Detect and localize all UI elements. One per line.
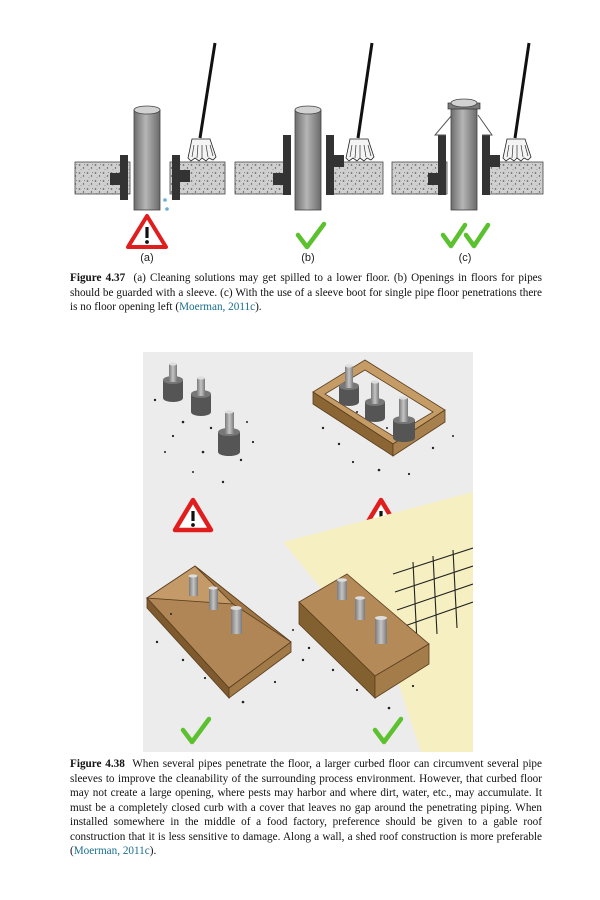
wall-bracket-right [172,155,190,200]
panel-a: (a) [74,42,226,264]
panel-c: (c) [391,42,544,264]
caption-label: Figure 4.38 [70,758,125,770]
floor-slab-right [327,161,384,195]
panel-label-b: (b) [301,252,314,264]
sleeve-pipe [365,380,385,422]
sleeve-pipe [218,410,240,456]
floor-slab-right [482,161,544,195]
warning-icon [172,497,214,533]
sleeve-right [482,135,500,195]
caption-tail: ). [149,845,157,857]
figure-4-38-svg [145,359,473,752]
sleeve-right [326,135,344,195]
figure-4-38-caption: Figure 4.38 When several pipes penetrate… [70,757,542,859]
pest-marks [153,398,255,484]
check-icon [463,222,491,249]
check-icon [295,221,327,250]
panel-shed-roof-curb [283,492,473,752]
mop-handle [198,42,217,139]
caption-label: Figure 4.37 [70,272,126,284]
check-icon [372,716,404,745]
spill-drop [163,198,167,202]
pipe [209,588,218,610]
wall-bracket-left [110,155,128,200]
pipe [133,109,161,211]
figure-4-37-caption: Figure 4.37 (a) Cleaning solutions may g… [70,271,542,315]
mop-handle [513,42,531,139]
pipe [189,576,198,596]
panel-b: (b) [234,42,384,264]
pest-marks [155,613,305,704]
pipe [450,102,478,211]
pipe [337,580,347,600]
sleeve-left [428,135,446,195]
caption-tail: ). [255,301,262,313]
sleeve-boot [433,114,493,136]
caption-text: (a) Cleaning solutions may get spilled t… [70,272,542,313]
warning-icon [126,214,168,249]
caption-text: When several pipes penetrate the floor, … [70,758,542,857]
pest-marks [307,646,415,710]
citation-link[interactable]: Moerman, 2011c [179,301,256,313]
sleeve-left [273,135,291,195]
figure-4-38-illustration [143,352,473,752]
sleeve-pipe [163,362,183,402]
pipe [355,598,365,620]
figure-4-37-illustration: (a) (b) (c) [74,42,544,264]
panel-open-curb [312,359,454,533]
sleeve-pipe [191,376,211,416]
panel-label-c: (c) [459,252,472,264]
sleeve-pipe [393,396,415,442]
panel-gable-roof-curb [145,565,305,745]
pest-marks [321,411,454,476]
mop-handle [356,42,374,139]
sleeve-pipe [339,364,359,406]
panel-label-a: (a) [140,252,153,264]
citation-link[interactable]: Moerman, 2011c [73,845,150,857]
pipe [231,608,242,634]
floor-slab-left [391,161,448,195]
check-icon [180,716,212,745]
panel-individual-sleeves [153,362,255,533]
pipe [375,618,387,644]
check-icon [440,222,468,249]
pipe [294,109,322,211]
wall-tiles [392,547,473,643]
